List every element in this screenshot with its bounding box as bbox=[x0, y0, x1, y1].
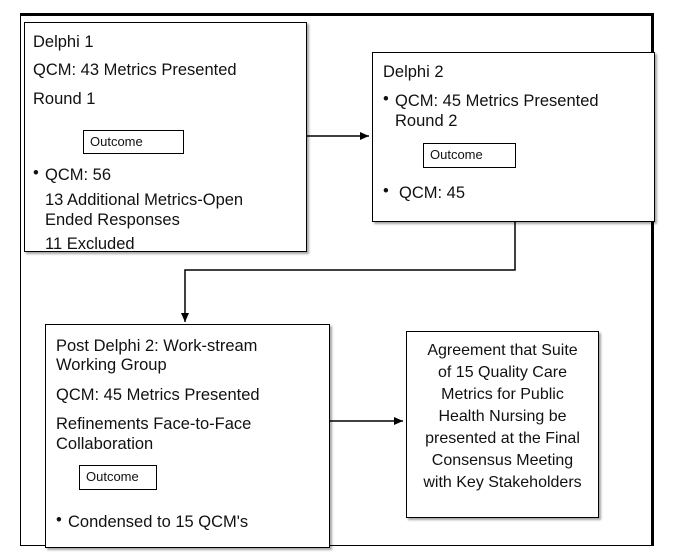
delphi2-result-bullet: • bbox=[383, 182, 389, 200]
agreement-text: Agreement that Suite of 15 Quality Care … bbox=[407, 340, 598, 494]
delphi2-round: Round 2 bbox=[395, 112, 458, 130]
diagram-frame bbox=[20, 13, 654, 546]
post-delphi2-title-line1: Post Delphi 2: Work-stream bbox=[56, 337, 258, 355]
delphi2-box: Delphi 2 • QCM: 45 Metrics Presented Rou… bbox=[372, 52, 655, 222]
arrow-delphi2-to-post-delphi2 bbox=[181, 222, 516, 322]
delphi1-excluded: 11 Excluded bbox=[45, 235, 135, 253]
post-delphi2-qcm-presented: QCM: 45 Metrics Presented bbox=[56, 386, 260, 404]
delphi1-title: Delphi 1 bbox=[33, 33, 94, 51]
agreement-line3: Metrics for Public bbox=[441, 386, 564, 403]
delphi1-result-bullet: • bbox=[33, 164, 39, 182]
delphi2-bullet: • bbox=[383, 90, 389, 108]
agreement-line6: Consensus Meeting bbox=[431, 452, 574, 469]
delphi1-round: Round 1 bbox=[33, 90, 96, 108]
post-delphi2-refine-line2: Collaboration bbox=[56, 435, 154, 453]
delphi1-result: QCM: 56 bbox=[45, 166, 112, 184]
agreement-line7: with Key Stakeholders bbox=[423, 474, 582, 491]
delphi1-outcome-label: Outcome bbox=[83, 130, 184, 154]
post-delphi2-outcome-label: Outcome bbox=[79, 465, 157, 490]
delphi2-title: Delphi 2 bbox=[383, 63, 444, 81]
post-delphi2-result-bullet: • bbox=[56, 511, 62, 529]
agreement-line5: presented at the Final bbox=[425, 430, 580, 447]
agreement-line1: Agreement that Suite bbox=[427, 342, 578, 359]
delphi2-outcome-label: Outcome bbox=[423, 143, 516, 168]
agreement-box: Agreement that Suite of 15 Quality Care … bbox=[406, 331, 599, 518]
post-delphi2-result: Condensed to 15 QCM's bbox=[68, 513, 249, 531]
delphi1-qcm-presented: QCM: 43 Metrics Presented bbox=[33, 61, 237, 79]
post-delphi2-refine-line1: Refinements Face-to-Face bbox=[56, 415, 252, 433]
post-delphi2-title-line2: Working Group bbox=[56, 356, 167, 374]
agreement-line2: of 15 Quality Care bbox=[438, 364, 567, 381]
delphi2-result: QCM: 45 bbox=[399, 184, 466, 202]
delphi1-additional-line2: Ended Responses bbox=[45, 211, 180, 229]
post-delphi2-box: Post Delphi 2: Work-stream Working Group… bbox=[45, 324, 330, 548]
delphi1-box: Delphi 1 QCM: 43 Metrics Presented Round… bbox=[24, 22, 307, 253]
delphi2-qcm-presented: QCM: 45 Metrics Presented bbox=[395, 92, 599, 110]
delphi1-additional-line1: 13 Additional Metrics-Open bbox=[45, 191, 244, 209]
agreement-line4: Health Nursing be bbox=[438, 408, 567, 425]
